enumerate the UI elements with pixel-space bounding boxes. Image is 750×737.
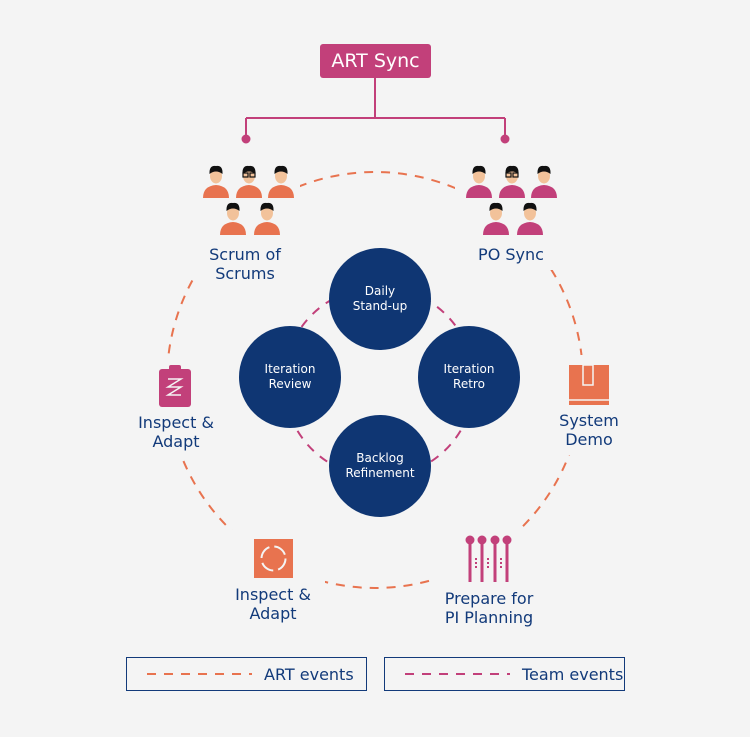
team-people-icon [466,165,557,235]
orange-dashed-line-icon [147,673,252,675]
cycle-icon [254,539,293,578]
art-sync-connector [241,78,510,144]
planning-board-icon [465,535,512,582]
label-prepare-pi-planning: Prepare for PI Planning [444,589,534,627]
legend-team-events: Team events [384,657,625,691]
circle-backlog-refinement: Backlog Refinement [329,415,431,517]
team-people-icon [203,165,294,235]
legend-team-label: Team events [522,664,624,684]
legend-art-label: ART events [264,664,354,684]
circle-iteration-review: Iteration Review [239,326,341,428]
label-scrum-of-scrums: Scrum of Scrums [209,245,281,283]
circle-iteration-retro: Iteration Retro [418,326,520,428]
box-icon [569,364,609,405]
label-po-sync: PO Sync [478,245,544,264]
clipboard-icon [159,365,191,407]
legend-art-events: ART events [126,657,367,691]
label-inspect-adapt-left: Inspect & Adapt [138,413,214,451]
art-sync-box: ART Sync [320,44,431,78]
label-inspect-adapt-bottom: Inspect & Adapt [235,585,311,623]
pink-dashed-line-icon [405,673,510,675]
circle-daily-standup: Daily Stand-up [329,248,431,350]
label-system-demo: System Demo [559,411,619,449]
